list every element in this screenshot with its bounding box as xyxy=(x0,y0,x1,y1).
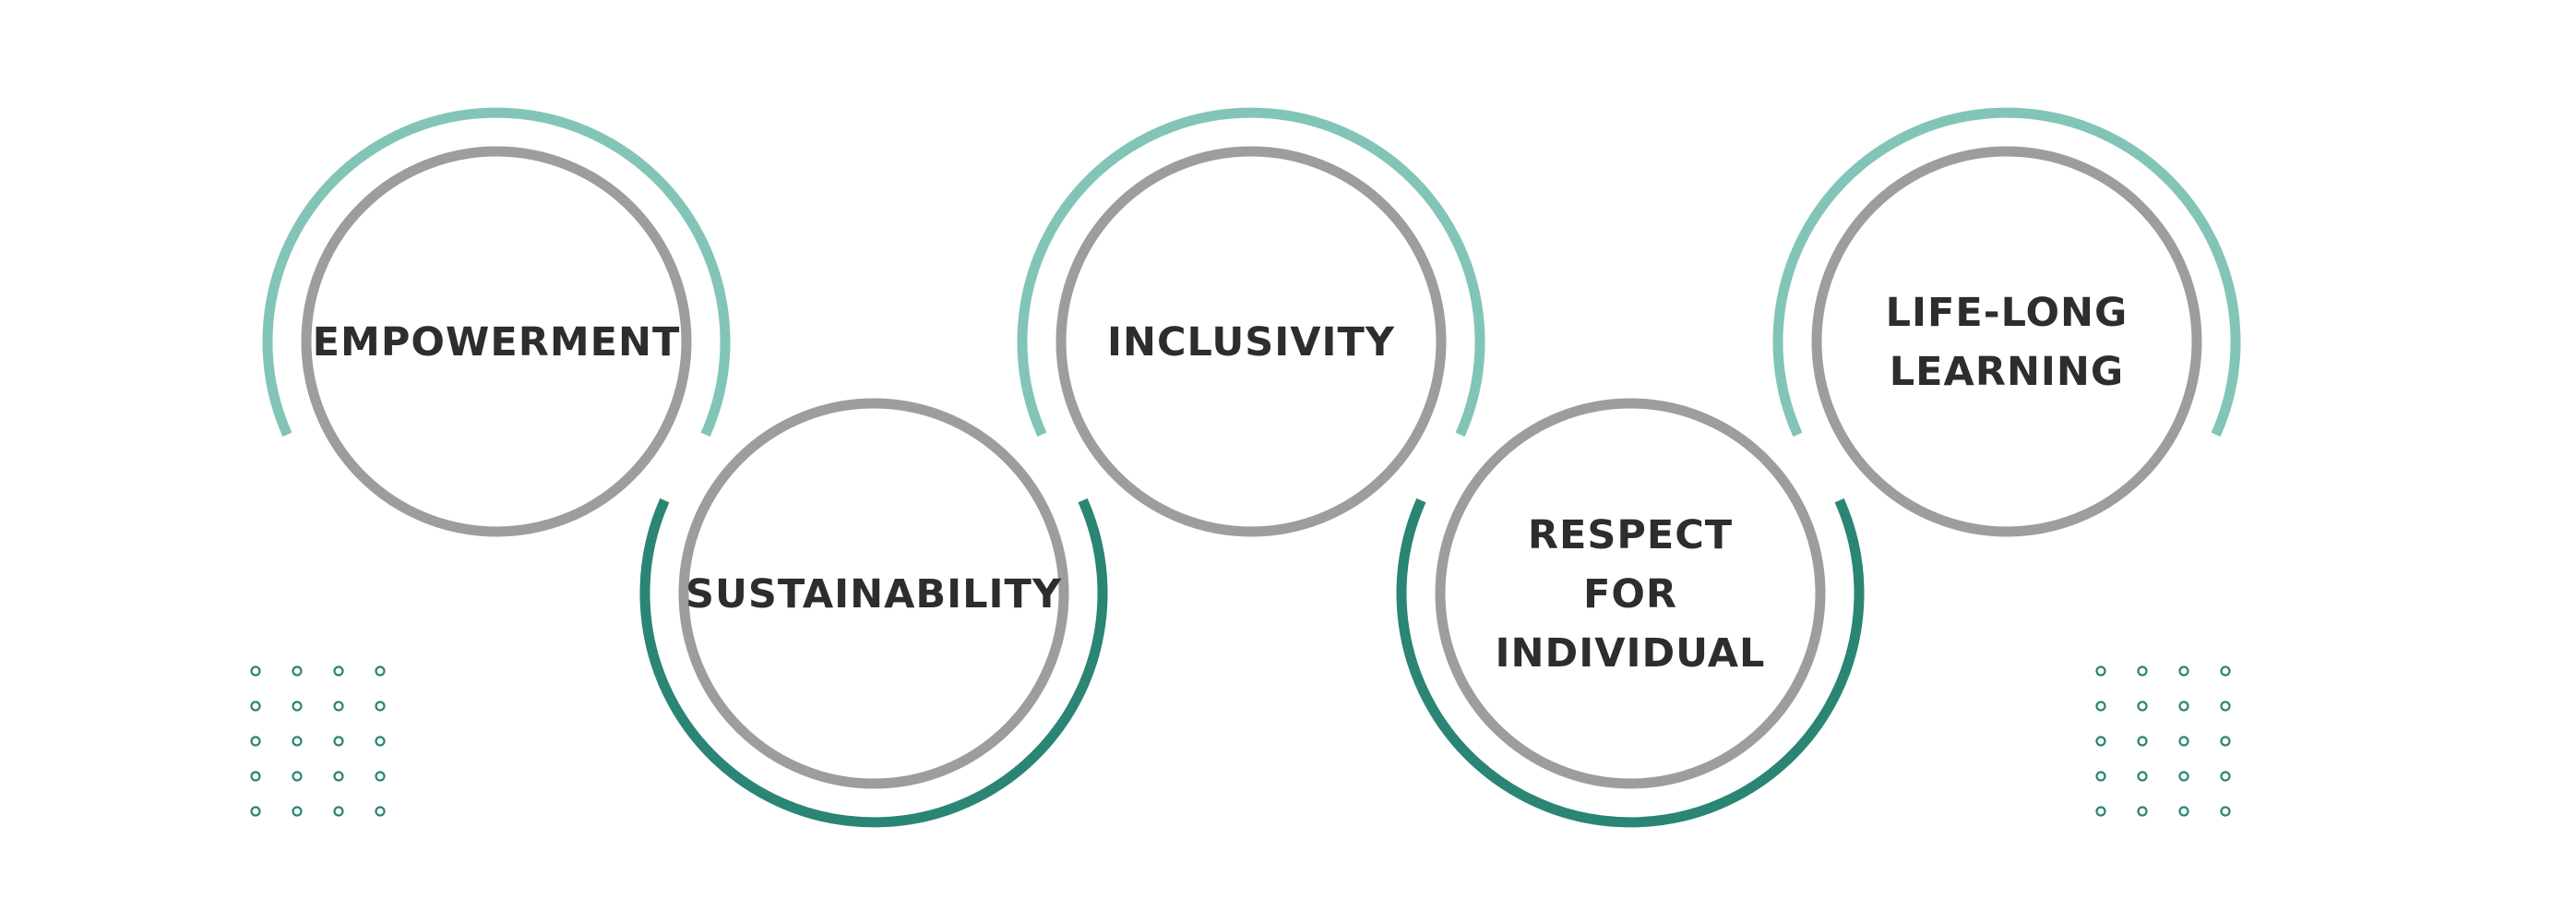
dot xyxy=(2137,736,2148,747)
dot-grid-right xyxy=(2095,665,2231,817)
label-respect-for-individual: RESPECT FOR INDIVIDUAL xyxy=(1496,512,1766,677)
dot xyxy=(375,771,386,782)
dot xyxy=(250,806,261,817)
outer-arc-inclusivity xyxy=(1017,107,1485,438)
label-line: RESPECT xyxy=(1528,512,1733,558)
decorative-dot-grids xyxy=(250,665,2231,817)
dot xyxy=(2178,771,2189,782)
label-line: EMPOWERMENT xyxy=(313,319,681,366)
dot xyxy=(250,701,261,712)
dot xyxy=(250,665,261,677)
dot xyxy=(2220,665,2231,677)
outer-arcs xyxy=(262,107,2241,828)
inner-rings xyxy=(301,146,2202,789)
dot xyxy=(2137,701,2148,712)
label-line: FOR xyxy=(1583,571,1677,617)
dot xyxy=(333,806,344,817)
dot-grid-left xyxy=(250,665,386,817)
dot xyxy=(292,665,303,677)
outer-arc-life-long-learning xyxy=(1772,107,2241,438)
label-line: LIFE-LONG xyxy=(1886,290,2129,336)
dot xyxy=(292,701,303,712)
dot xyxy=(292,736,303,747)
label-inclusivity: INCLUSIVITY xyxy=(1107,319,1395,366)
ring-sustainability xyxy=(678,398,1069,789)
dot xyxy=(2220,701,2231,712)
dot xyxy=(375,736,386,747)
dot xyxy=(2095,806,2106,817)
dot xyxy=(333,771,344,782)
label-life-long-learning: LIFE-LONG LEARNING xyxy=(1886,290,2129,395)
ring-empowerment xyxy=(301,146,692,537)
ring-inclusivity xyxy=(1055,146,1447,537)
dot xyxy=(2178,806,2189,817)
dot xyxy=(2178,736,2189,747)
dot xyxy=(250,736,261,747)
ring-life-long-learning xyxy=(1811,146,2202,537)
value-labels: EMPOWERMENT SUSTAINABILITY INCLUSIVITY RESP… xyxy=(313,290,2129,677)
outer-arc-sustainability xyxy=(639,497,1108,828)
dot xyxy=(2220,736,2231,747)
dot xyxy=(2137,665,2148,677)
ring-respect-for-individual xyxy=(1435,398,1826,789)
label-empowerment: EMPOWERMENT xyxy=(313,319,681,366)
dot xyxy=(2095,771,2106,782)
outer-arc-empowerment xyxy=(262,107,731,438)
dot xyxy=(250,771,261,782)
dot xyxy=(333,665,344,677)
dot xyxy=(2095,701,2106,712)
label-line: SUSTAINABILITY xyxy=(686,571,1062,617)
dot xyxy=(333,701,344,712)
dot xyxy=(2137,771,2148,782)
outer-arc-respect-for-individual xyxy=(1396,497,1865,828)
label-line: LEARNING xyxy=(1890,349,2124,395)
dot xyxy=(2095,665,2106,677)
dot xyxy=(333,736,344,747)
dot xyxy=(292,806,303,817)
dot xyxy=(375,701,386,712)
dot xyxy=(375,806,386,817)
dot xyxy=(2095,736,2106,747)
dot xyxy=(2137,806,2148,817)
label-line: INDIVIDUAL xyxy=(1496,630,1766,677)
dot xyxy=(375,665,386,677)
label-line: INCLUSIVITY xyxy=(1107,319,1395,366)
dot xyxy=(2178,701,2189,712)
dot xyxy=(2220,806,2231,817)
dot xyxy=(292,771,303,782)
dot xyxy=(2220,771,2231,782)
dot xyxy=(2178,665,2189,677)
label-sustainability: SUSTAINABILITY xyxy=(686,571,1062,617)
